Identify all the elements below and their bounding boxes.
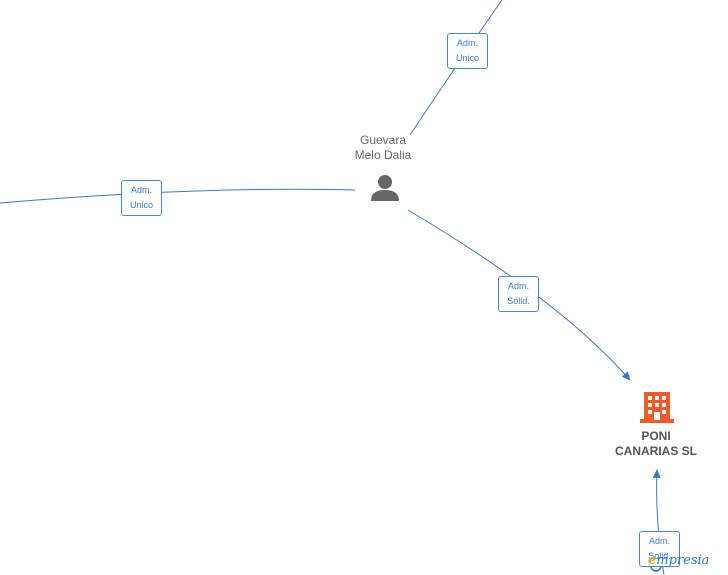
edge-label-left[interactable]: Adm. Unico (121, 180, 162, 216)
building-icon[interactable] (640, 392, 674, 423)
edge-label-bottom[interactable]: Adm. Solid. (639, 531, 680, 567)
empresia-logo: empresia (648, 553, 709, 568)
edge-line-to-company (407, 209, 631, 381)
edge-label-to-company[interactable]: Adm. Solid. (498, 276, 539, 312)
company-name-label[interactable]: PONI CANARIAS SL (614, 429, 697, 458)
edge-label-top[interactable]: Adm. Unico (447, 33, 488, 69)
edge-label-line1: Adm. (130, 185, 152, 195)
edge-label-line1: Adm. (507, 281, 529, 291)
edge-label-line2: Unico (455, 53, 479, 63)
edge-line-left (0, 188, 356, 204)
edge-label-line1: Adm. (456, 38, 478, 48)
edge-label-line2: Solid. (507, 296, 530, 306)
edge-label-line1: Adm. (648, 536, 670, 546)
edge-label-line2: Unico (129, 200, 153, 210)
logo-initial: e (648, 553, 657, 568)
person-name-label[interactable]: Guevara Melo Dalia (354, 133, 412, 162)
person-icon[interactable] (371, 175, 399, 201)
edge-label-line2: Solid. (648, 551, 671, 561)
logo-text: mpresia (656, 553, 710, 568)
